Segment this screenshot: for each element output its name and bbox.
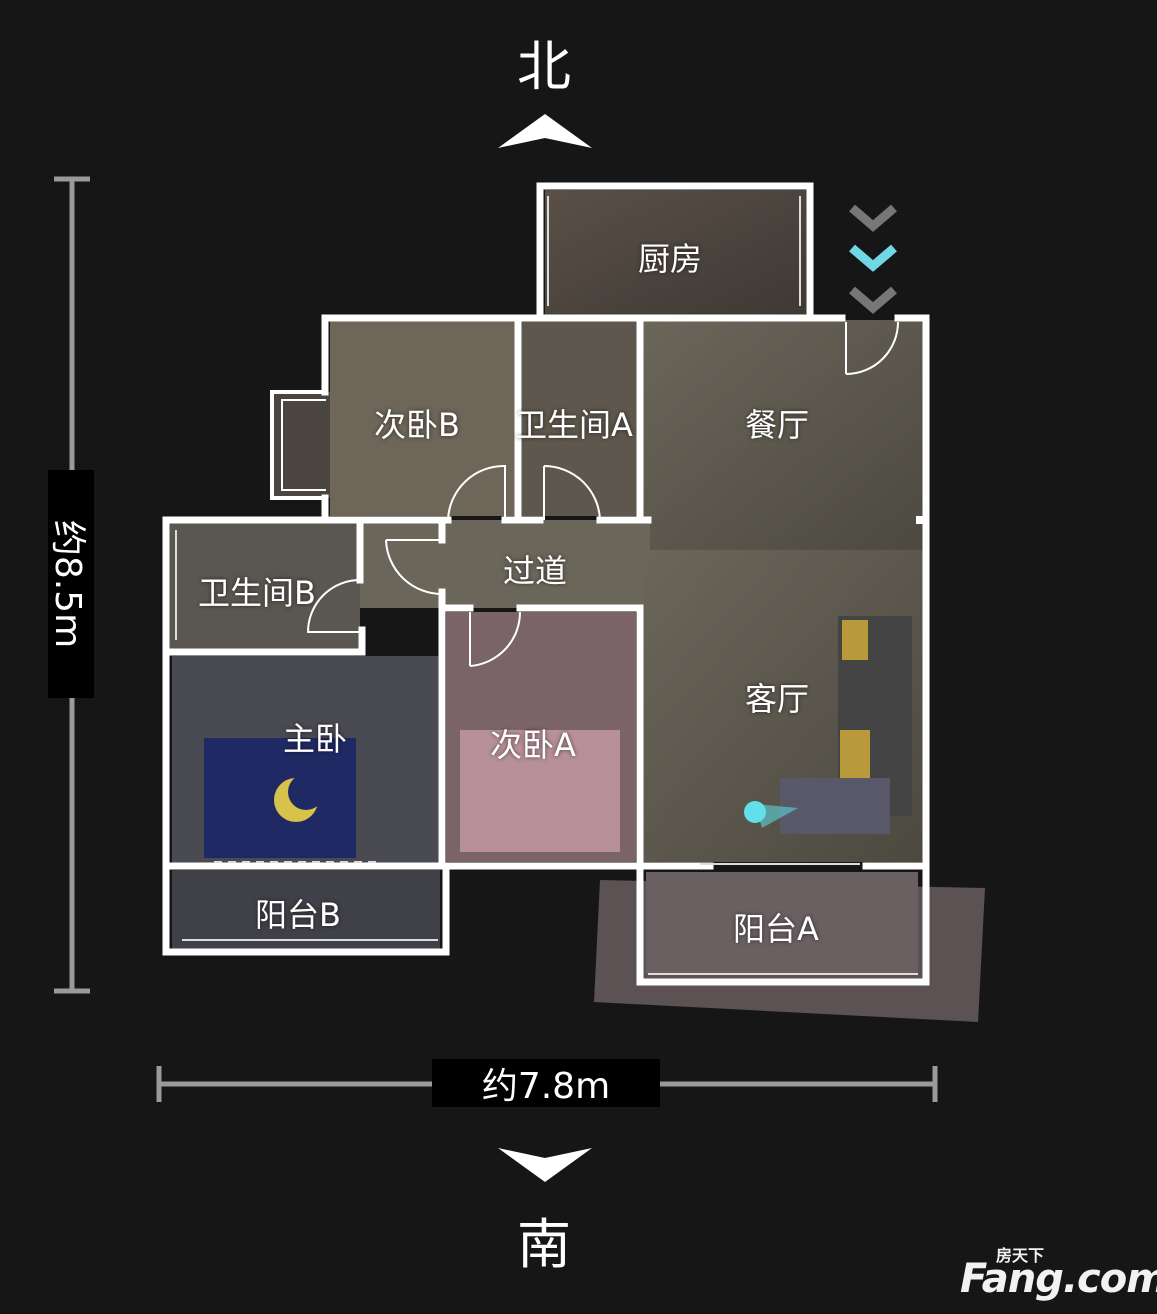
room-label-master-bedroom[interactable]: 主卧 [283, 720, 348, 758]
bedroom-a-bed [460, 730, 620, 852]
logo-subtitle: 房天下 [996, 1246, 1045, 1265]
bathroom-a-floor[interactable] [520, 320, 638, 516]
south-label: 南 [517, 1213, 571, 1276]
hallway-floor[interactable] [360, 520, 650, 608]
width-dimension-label: 约7.8m [432, 1059, 660, 1107]
fang-logo: 房天下 Fang.com [960, 1240, 1157, 1302]
depth-dimension-label: 约8.5m [47, 470, 94, 698]
room-label-bedroom-b[interactable]: 次卧B [374, 406, 460, 444]
viewer-position-icon[interactable] [744, 801, 798, 828]
north-arrow-icon[interactable] [498, 112, 592, 150]
logo-wordmark: Fang.com [960, 1256, 1157, 1302]
kitchen-floor[interactable] [545, 190, 807, 316]
room-label-hallway[interactable]: 过道 [503, 552, 568, 590]
walls [162, 182, 930, 986]
rug [780, 778, 890, 834]
south-arrow-icon[interactable] [498, 1146, 592, 1184]
dining-floor[interactable] [642, 320, 926, 550]
room-label-bathroom-a[interactable]: 卫生间A [515, 406, 633, 444]
sofa-cushion-yellow-2 [842, 620, 868, 660]
room-label-dining[interactable]: 餐厅 [745, 406, 810, 444]
entrance-chevrons-icon[interactable] [849, 204, 897, 314]
room-label-balcony-b[interactable]: 阳台B [255, 896, 341, 934]
bathroom-b-floor[interactable] [168, 522, 360, 652]
room-label-bathroom-b[interactable]: 卫生间B [198, 574, 316, 612]
balcony-b-floor[interactable] [172, 870, 440, 950]
room-label-living-room[interactable]: 客厅 [745, 680, 810, 718]
windows [175, 196, 918, 975]
room-label-kitchen[interactable]: 厨房 [638, 240, 703, 278]
bay-window [272, 392, 330, 498]
room-label-bedroom-a[interactable]: 次卧A [490, 726, 576, 764]
doors [306, 321, 899, 667]
room-label-balcony-a[interactable]: 阳台A [733, 910, 819, 948]
north-label: 北 [517, 35, 571, 98]
sofa-cushion-yellow [840, 730, 870, 780]
bedroom-b-floor[interactable] [330, 320, 516, 516]
